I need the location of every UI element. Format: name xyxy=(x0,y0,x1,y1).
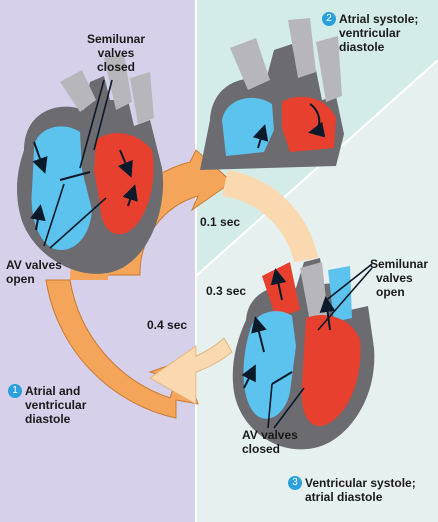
step-line: ventricular xyxy=(339,26,401,40)
heart-1-left-side xyxy=(94,133,154,235)
arrow-left-lower xyxy=(45,279,199,419)
heart-3-left-side xyxy=(301,314,361,427)
heart-3-av-valve xyxy=(271,371,293,385)
label-line: closed xyxy=(96,60,135,74)
panel-divider xyxy=(195,59,438,277)
step-3-text: Ventricular systole; atrial diastole xyxy=(305,476,416,504)
heart-2-vessel-a xyxy=(230,38,270,90)
heart-2-flow-arrow-1 xyxy=(252,124,269,149)
step-line: ventricular xyxy=(25,398,87,412)
heart-3-right-side xyxy=(243,311,296,419)
pointer-av-open-2 xyxy=(49,197,107,249)
step-2-caption: 2 Atrial systole; ventricular diastole xyxy=(322,12,418,54)
step-line: Atrial and xyxy=(25,384,81,398)
time-label-0.1-sec: 0.1 sec xyxy=(200,215,241,229)
label-av-valves-open: AV valves open xyxy=(6,258,76,286)
arrow-0.4-sec xyxy=(149,337,233,405)
step-1-caption: 1 Atrial and ventricular diastole xyxy=(8,384,86,426)
heart-1-flow-arrow-2 xyxy=(29,204,46,231)
heart-diastole xyxy=(17,54,164,274)
heart-ventricular-systole xyxy=(232,258,375,450)
pointer-av-closed-2 xyxy=(273,387,305,429)
label-line: valves xyxy=(376,271,413,285)
pointer-av-open-1 xyxy=(43,183,65,247)
step-3-caption: 3 Ventricular systole; atrial diastole xyxy=(288,476,416,504)
step-2-text: Atrial systole; ventricular diastole xyxy=(339,12,418,54)
pointer-semilunar-open-1 xyxy=(323,263,373,303)
label-line: Semilunar xyxy=(86,32,146,46)
label-line: valves xyxy=(97,46,135,60)
heart-2-vessel-c xyxy=(316,36,342,102)
heart-1-av-valve xyxy=(59,171,91,181)
time-label-0.4-sec: 0.4 sec xyxy=(147,318,188,332)
heart-3-flow-arrow-1 xyxy=(251,316,267,353)
label-line: AV valves xyxy=(242,428,298,442)
step-2-badge: 2 xyxy=(322,12,336,26)
heart-atrial-systole xyxy=(200,18,344,170)
pointer-semilunar-1 xyxy=(79,79,105,169)
pointer-lines xyxy=(43,79,373,429)
label-semilunar-open: Semilunar valves open xyxy=(370,257,438,299)
label-line: closed xyxy=(242,442,281,456)
heart-3-flow-arrow-4 xyxy=(241,364,256,389)
label-semilunar-closed: Semilunar valves closed xyxy=(78,32,154,74)
label-av-valves-closed: AV valves closed xyxy=(242,428,314,456)
heart-1-vessel-b xyxy=(104,54,132,110)
step-line: atrial diastole xyxy=(305,490,383,504)
arrow-0.3-sec xyxy=(222,170,318,262)
label-line: open xyxy=(6,272,35,286)
pointer-semilunar-2 xyxy=(93,79,113,151)
heart-1-vessel-c xyxy=(130,72,154,124)
pointer-av-closed-1 xyxy=(267,383,273,429)
step-line: diastole xyxy=(25,412,71,426)
label-line: open xyxy=(376,285,405,299)
heart-1-flow-arrow-3 xyxy=(118,149,133,178)
pointer-semilunar-open-2 xyxy=(317,267,373,331)
label-line: AV valves xyxy=(6,258,62,272)
heart-1-flow-arrow-4 xyxy=(122,184,138,207)
heart-2-vessel-b xyxy=(288,18,316,78)
heart-1-vessel-a xyxy=(60,70,96,112)
step-line: diastole xyxy=(339,40,385,54)
step-1-text: Atrial and ventricular diastole xyxy=(25,384,86,426)
heart-3-flow-arrow-3 xyxy=(319,296,336,331)
heart-3-flow-arrow-2 xyxy=(270,268,287,301)
time-label-0.3-sec: 0.3 sec xyxy=(206,284,247,298)
step-1-badge: 1 xyxy=(8,384,22,398)
step-line: Ventricular systole; xyxy=(305,476,416,490)
label-line: Semilunar xyxy=(370,257,429,271)
heart-1-flow-arrow-1 xyxy=(32,141,48,174)
step-line: Atrial systole; xyxy=(339,12,419,26)
heart-2-flow-arrow-2 xyxy=(308,103,326,138)
step-3-badge: 3 xyxy=(288,476,302,490)
